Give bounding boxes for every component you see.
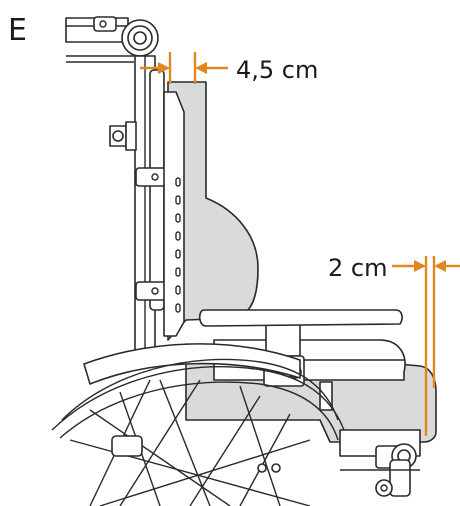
backrest-rail [163, 91, 185, 337]
dimension-backrest-offset: 4,5 cm [140, 52, 318, 84]
push-handle [65, 16, 159, 63]
rear-wheel [51, 343, 345, 506]
panel-label: E [8, 13, 27, 48]
armrest-pad [198, 309, 403, 327]
dimension-label-seat: 2 cm [328, 254, 387, 282]
post-clamp-lower [135, 281, 167, 301]
dimension-seat-offset: 2 cm [328, 254, 460, 436]
caster-assembly [257, 429, 421, 497]
mounting-bolt [109, 121, 137, 151]
back-post [134, 55, 165, 357]
dimension-label-backrest: 4,5 cm [236, 56, 318, 84]
post-clamp-upper [135, 167, 167, 187]
